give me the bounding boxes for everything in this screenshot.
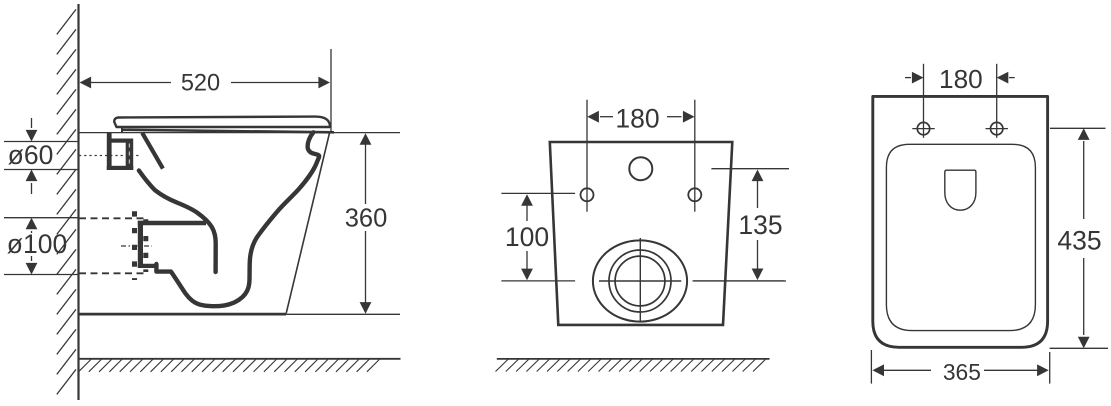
svg-text:ø60: ø60 [8, 140, 54, 170]
svg-text:435: 435 [1057, 226, 1101, 256]
svg-text:365: 365 [943, 359, 981, 385]
svg-text:100: 100 [505, 222, 549, 252]
svg-text:520: 520 [181, 71, 220, 97]
svg-text:360: 360 [345, 204, 388, 232]
svg-text:ø100: ø100 [7, 229, 67, 259]
svg-text:180: 180 [615, 103, 659, 133]
svg-text:135: 135 [738, 210, 782, 240]
svg-text:180: 180 [939, 64, 983, 94]
